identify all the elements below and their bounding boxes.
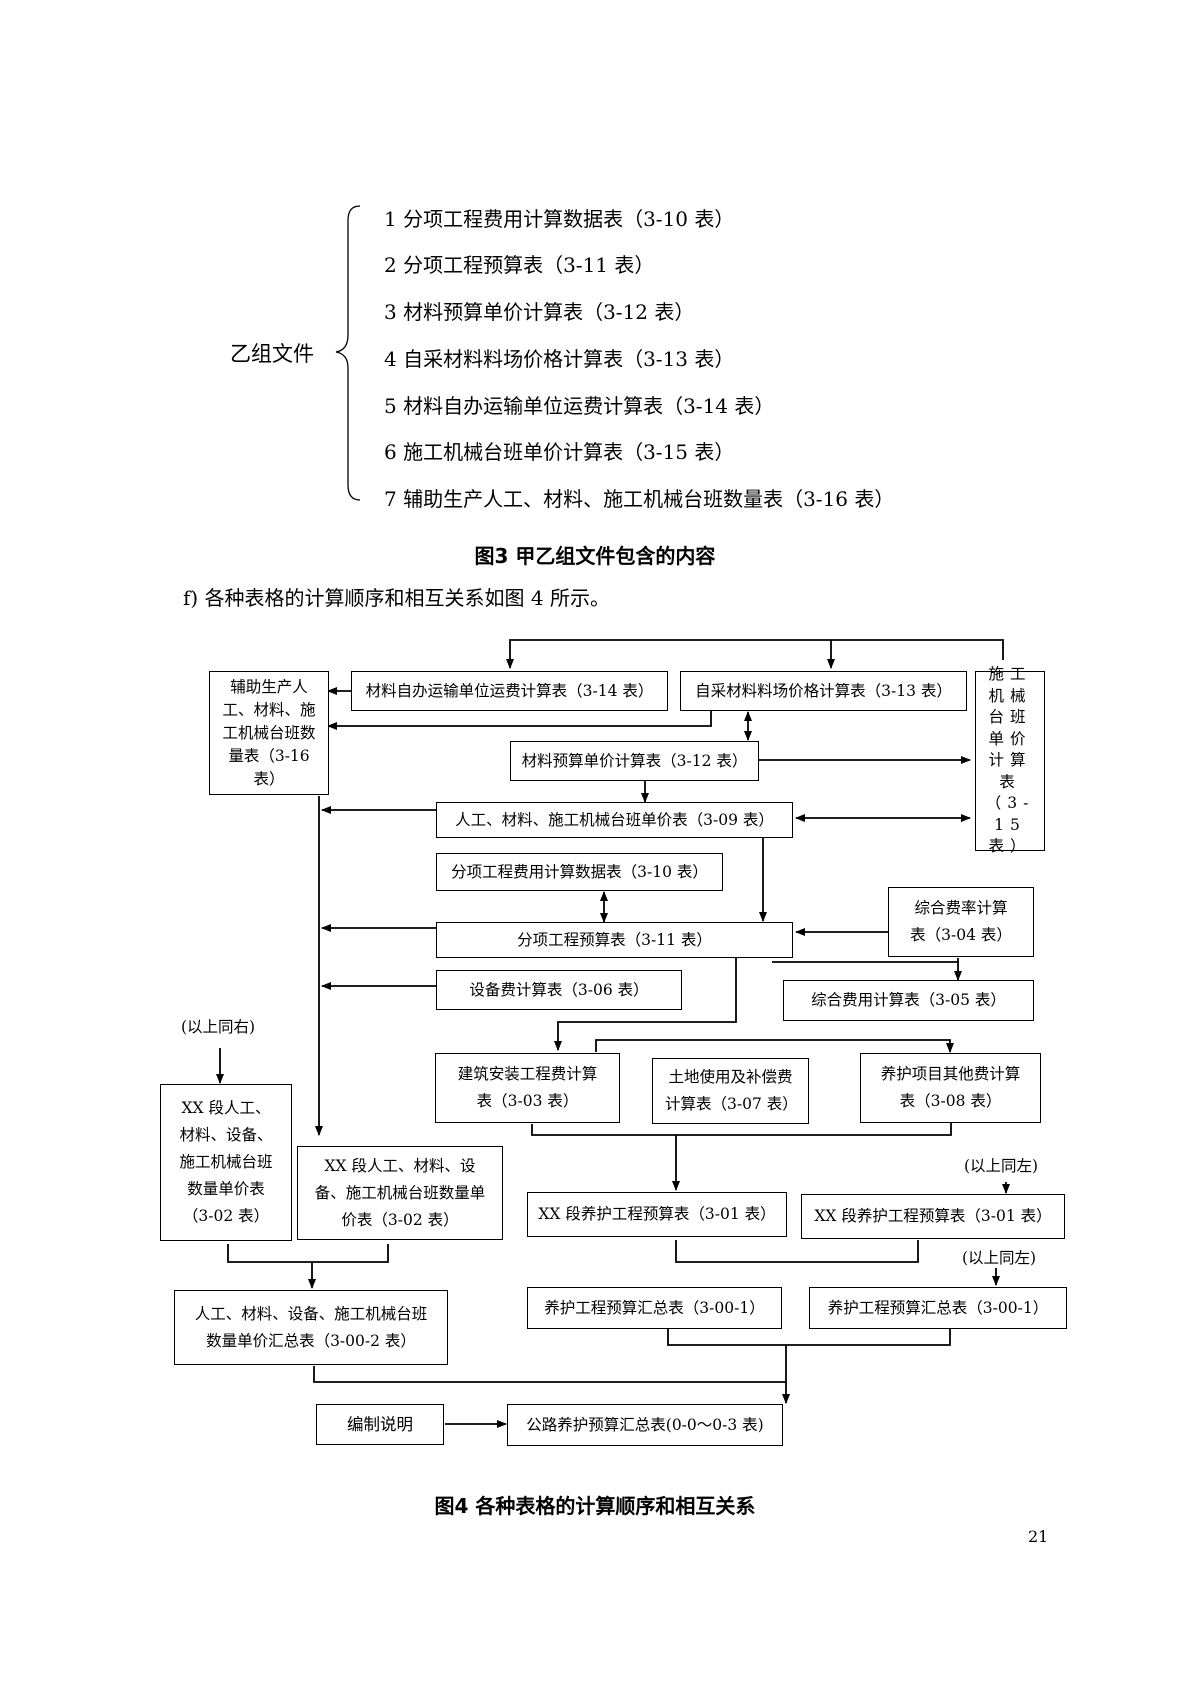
flow-box-3-00-1-right: 养护工程预算汇总表（3-00-1） [809, 1287, 1067, 1329]
figure-3-caption: 图3 甲乙组文件包含的内容 [474, 544, 716, 568]
flow-box-3-05: 综合费用计算表（3-05 表） [783, 980, 1034, 1021]
flow-box-3-15: 施工机械台班单价计算表（3-15表） [975, 665, 1045, 855]
flow-box-3-08: 养护项目其他费计算表（3-08 表） [860, 1053, 1041, 1123]
note-same-as-left-2: (以上同左) [962, 1249, 1037, 1267]
flow-box-3-03: 建筑安装工程费计算表（3-03 表） [435, 1053, 620, 1123]
flow-box-3-01-left: XX 段养护工程预算表（3-01 表） [527, 1192, 787, 1237]
flow-box-3-16: 辅助生产人工、材料、施工机械台班数量表（3-16 表） [209, 671, 329, 795]
flow-box-3-04: 综合费率计算表（3-04 表） [888, 887, 1034, 957]
flow-box-3-09: 人工、材料、施工机械台班单价表（3-09 表） [436, 802, 793, 838]
flow-box-3-10: 分项工程费用计算数据表（3-10 表） [436, 853, 723, 891]
flow-box-3-13: 自采材料料场价格计算表（3-13 表） [680, 671, 967, 711]
figure-4-caption: 图4 各种表格的计算顺序和相互关系 [434, 1494, 756, 1518]
flow-box-3-00-1-left: 养护工程预算汇总表（3-00-1） [527, 1287, 782, 1329]
flow-box-explanation: 编制说明 [316, 1404, 444, 1445]
note-same-as-left-1: (以上同左) [964, 1157, 1039, 1175]
group-label: 乙组文件 [230, 342, 314, 366]
flow-box-3-12: 材料预算单价计算表（3-12 表） [510, 741, 759, 781]
flow-box-3-02-left: XX 段人工、材料、设备、施工机械台班数量单价表（3-02 表） [160, 1084, 292, 1241]
list-item: 2 分项工程预算表（3-11 表） [384, 253, 655, 277]
list-item: 6 施工机械台班单价计算表（3-15 表） [384, 440, 735, 464]
list-item: 5 材料自办运输单位运费计算表（3-14 表） [384, 394, 775, 418]
flow-box-3-14: 材料自办运输单位运费计算表（3-14 表） [351, 671, 668, 711]
list-item: 1 分项工程费用计算数据表（3-10 表） [384, 207, 735, 231]
flow-box-0-0: 公路养护预算汇总表(0-0～0-3 表) [507, 1404, 783, 1446]
group-brace [335, 205, 361, 501]
flow-box-3-07: 土地使用及补偿费计算表（3-07 表） [652, 1058, 809, 1124]
list-item: 7 辅助生产人工、材料、施工机械台班数量表（3-16 表） [384, 487, 895, 511]
flow-box-3-06: 设备费计算表（3-06 表） [436, 970, 682, 1010]
list-item: 4 自采材料料场价格计算表（3-13 表） [384, 347, 735, 371]
list-item: 3 材料预算单价计算表（3-12 表） [384, 300, 695, 324]
page-number: 21 [1028, 1527, 1049, 1546]
flow-box-3-00-2: 人工、材料、设备、施工机械台班数量单价汇总表（3-00-2 表） [174, 1290, 448, 1365]
flow-box-3-11: 分项工程预算表（3-11 表） [436, 922, 793, 958]
flow-box-3-01-right: XX 段养护工程预算表（3-01 表） [801, 1194, 1065, 1239]
flow-box-3-02-right: XX 段人工、材料、设备、施工机械台班数量单价表（3-02 表） [297, 1146, 503, 1240]
body-paragraph: f) 各种表格的计算顺序和相互关系如图 4 所示。 [183, 586, 611, 610]
note-same-as-right: (以上同右) [181, 1018, 256, 1036]
